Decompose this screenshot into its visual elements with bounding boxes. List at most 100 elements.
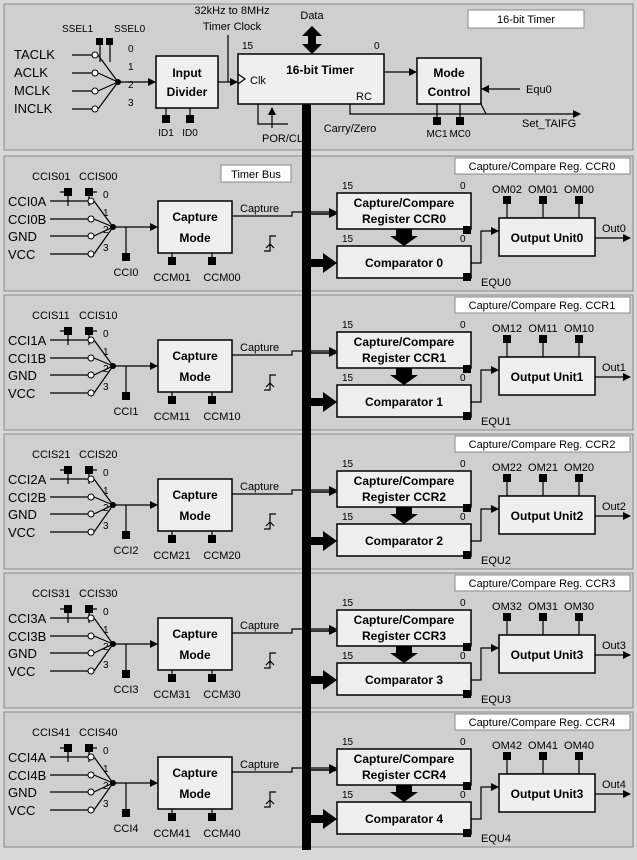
- ccm-low-label: CCM00: [203, 272, 240, 284]
- comparator-pin: [463, 273, 471, 281]
- register-pin: [463, 643, 471, 651]
- ccis-high-label: CCIS21: [32, 449, 71, 461]
- mux-contact: [87, 614, 95, 622]
- mux-num-3: 3: [103, 243, 109, 254]
- mux-num-2: 2: [103, 781, 109, 792]
- mux-contact: [87, 389, 95, 397]
- input-vcc: VCC: [8, 803, 35, 818]
- om-pin-2: [503, 474, 511, 482]
- ccis-high-label: CCIS31: [32, 588, 71, 600]
- ccm-high-pin: [168, 674, 176, 682]
- output-label: Out0: [602, 223, 626, 235]
- input-cci3b: CCI3B: [8, 629, 46, 644]
- capture-mode-box: [157, 756, 233, 810]
- comparator-label: Comparator 0: [365, 256, 443, 270]
- bus-to-comparator-arrow: [311, 809, 337, 829]
- input-cci2a: CCI2A: [8, 472, 47, 487]
- mux-num-0: 0: [103, 607, 109, 618]
- mux-contact: [87, 354, 95, 362]
- om-pin-1: [539, 335, 547, 343]
- capture-mode-line1: Capture: [172, 766, 218, 780]
- register-line2: Register CCR2: [362, 490, 446, 504]
- clock-input-mclk: MCLK: [14, 83, 50, 98]
- mode-control-box: [416, 57, 482, 105]
- output-unit-box: [498, 356, 596, 396]
- om-pin-0: [575, 474, 583, 482]
- ccis-low-pin: [85, 744, 93, 752]
- ccis-low-pin: [85, 605, 93, 613]
- mux-num-2: 2: [103, 642, 109, 653]
- register-line2: Register CCR0: [362, 212, 446, 226]
- mux-num-0: 0: [103, 190, 109, 201]
- timer-box-label: 16-bit Timer: [286, 63, 354, 77]
- input-cci1b: CCI1B: [8, 351, 46, 366]
- comparator-label: Comparator 3: [365, 673, 443, 687]
- comparator-box: [336, 384, 472, 418]
- ccis-high-label: CCIS11: [32, 310, 70, 322]
- timer-clk-label: Clk: [250, 75, 266, 87]
- om-bit2-label: OM32: [492, 601, 522, 613]
- comparator-pin: [463, 690, 471, 698]
- om-pin-1: [539, 613, 547, 621]
- ccis-low-label: CCIS20: [79, 449, 118, 461]
- om-bit2-label: OM42: [492, 740, 522, 752]
- cci-label: CCI2: [113, 545, 138, 557]
- om-pin-2: [503, 196, 511, 204]
- ccm-low-pin: [208, 674, 216, 682]
- mux-contact: [87, 753, 95, 761]
- register-line2: Register CCR3: [362, 629, 446, 643]
- capture-edge-symbol: [264, 235, 276, 252]
- mux-num-3: 3: [103, 521, 109, 532]
- mux-num-3: 3: [103, 382, 109, 393]
- ccm-high-label: CCM01: [153, 272, 190, 284]
- capture-mode-line2: Mode: [179, 787, 211, 801]
- mux-num-3: 3: [103, 660, 109, 671]
- comparator-pin: [463, 412, 471, 420]
- ccm-low-pin: [208, 813, 216, 821]
- comparator-box: [336, 662, 472, 696]
- timer-bus: Timer Bus: [220, 104, 311, 850]
- capture-signal-label: Capture: [240, 203, 279, 215]
- timer-bit15: 15: [242, 41, 254, 52]
- mux-num-2: 2: [103, 364, 109, 375]
- ccm-low-label: CCM30: [203, 689, 240, 701]
- timer-panel: 16-bit Timer SSEL1 SSEL0 TACLK ACLK MCLK…: [3, 3, 634, 151]
- comparator-pin: [463, 551, 471, 559]
- reg-bit15: 15: [342, 459, 354, 470]
- channel-title-tag: [454, 296, 631, 314]
- input-gnd: GND: [8, 646, 37, 661]
- mux-num-2: 2: [103, 503, 109, 514]
- input-vcc: VCC: [8, 664, 35, 679]
- om-bit0-label: OM40: [564, 740, 594, 752]
- capture-edge-symbol: [264, 791, 276, 808]
- input-vcc: VCC: [8, 525, 35, 540]
- comparator-label: Comparator 4: [365, 812, 443, 826]
- mux-num-1: 1: [103, 208, 109, 219]
- input-cci4a: CCI4A: [8, 750, 47, 765]
- mux-contact: [87, 771, 95, 779]
- reg-bit15: 15: [342, 181, 354, 192]
- ccis-low-label: CCIS40: [79, 727, 118, 739]
- om-bit1-label: OM41: [528, 740, 558, 752]
- cci-label: CCI0: [113, 267, 138, 279]
- register-line2: Register CCR4: [362, 768, 446, 782]
- timer-title-tag: [467, 9, 585, 29]
- clock-mux-num-1: 1: [128, 62, 134, 73]
- mux-contact: [87, 250, 95, 258]
- om-pin-2: [503, 335, 511, 343]
- mux-contact: [87, 632, 95, 640]
- ccis-high-pin: [64, 188, 72, 196]
- input-cci1a: CCI1A: [8, 333, 47, 348]
- register-box: [336, 192, 472, 230]
- om-bit1-label: OM31: [528, 601, 558, 613]
- timer-title: 16-bit Timer: [497, 14, 555, 26]
- capture-mode-line1: Capture: [172, 627, 218, 641]
- cci-label: CCI1: [113, 406, 138, 418]
- reg-bit0: 0: [460, 598, 466, 609]
- por-clr-label: POR/CLR: [262, 133, 311, 145]
- reg-bit0: 0: [460, 181, 466, 192]
- equ-label: EQU3: [481, 694, 511, 706]
